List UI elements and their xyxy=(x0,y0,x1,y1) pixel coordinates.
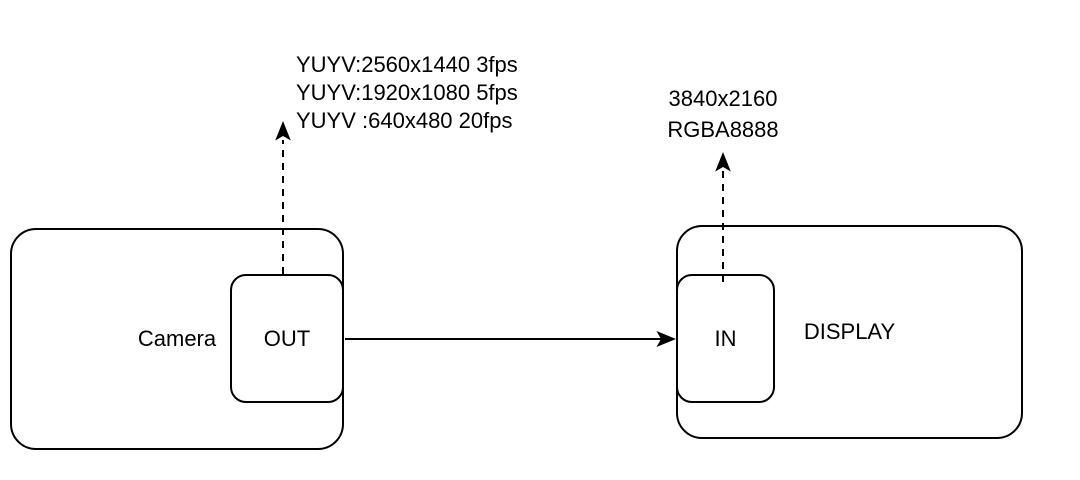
arrowhead-up-icon xyxy=(275,121,291,141)
arrowhead-up-icon xyxy=(715,152,731,172)
display-in-port: IN xyxy=(676,274,775,403)
display-label: DISPLAY xyxy=(803,319,896,344)
camera-format-line: YUYV :640x480 20fps xyxy=(296,108,513,133)
display-format-line: 3840x2160 xyxy=(668,86,778,111)
camera-label: Camera xyxy=(137,326,217,351)
camera-out-port: OUT xyxy=(230,274,344,403)
camera-formats-annotation: YUYV:2560x1440 3fps YUYV:1920x1080 5fps … xyxy=(296,51,518,135)
display-format-annotation: 3840x2160 RGBA8888 xyxy=(623,83,823,145)
camera-to-display-arrow xyxy=(345,331,676,347)
in-port-label: IN xyxy=(714,325,737,351)
display-format-line: RGBA8888 xyxy=(667,117,779,142)
camera-format-line: YUYV:2560x1440 3fps xyxy=(296,52,518,77)
arrowhead-right-icon xyxy=(656,331,676,347)
out-port-label: OUT xyxy=(263,325,311,351)
camera-format-line: YUYV:1920x1080 5fps xyxy=(296,80,518,105)
